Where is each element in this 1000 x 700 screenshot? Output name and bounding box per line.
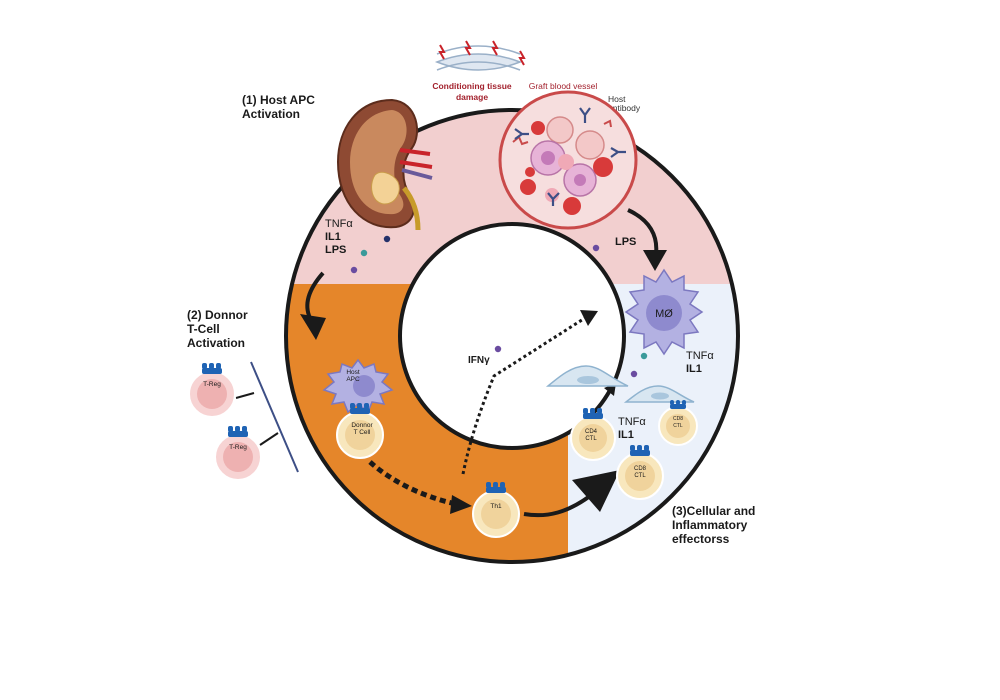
ifng-dot: [494, 345, 502, 353]
section2-title-line3: Activation: [187, 336, 245, 350]
graft-vessel-label: Graft blood vessel: [529, 81, 598, 91]
donor-t-label-line1: Donnor: [351, 422, 373, 429]
treg-connector-2: [259, 432, 279, 446]
section2-title-line1: (2) Donnor: [187, 308, 248, 322]
arrow-vessel-to-macrophage: [627, 208, 667, 271]
cytokine-tnf-ctl: TNFα: [618, 416, 646, 428]
section1-title-line2: Activation: [242, 107, 300, 121]
th1-cell: [472, 482, 520, 538]
cd4-ctl-cell: [570, 408, 616, 461]
arrow-ifng: [461, 310, 598, 475]
cytokine-tnf-mac: TNFα: [686, 350, 714, 362]
cd8-ctl-cell-small: [658, 400, 698, 446]
cytokine-il1-mac: IL1: [686, 363, 702, 375]
host-antibody-icon: [514, 107, 626, 206]
treg-inhibition-bar: [250, 361, 299, 473]
cytokine-dot-navy: [383, 235, 391, 243]
cytokine-tnf-apc: TNFα: [325, 218, 353, 230]
arrow-th1-to-effectors: [523, 470, 620, 518]
lps-dot: [592, 244, 600, 252]
section3-title-line1: (3)Cellular and: [672, 504, 755, 518]
cd4-label-line1: CD4: [585, 429, 598, 435]
host-antibody-label-line2: antibody: [608, 103, 641, 113]
cytokine-ifng: IFNγ: [468, 355, 490, 366]
host-antibody-label-line1: Host: [608, 94, 626, 104]
ring-outer-border: [284, 108, 740, 564]
macrophage-label: MØ: [655, 308, 673, 320]
cytokine-dot-purple: [350, 266, 358, 274]
cd8a-label-line1: CD8: [634, 466, 647, 472]
host-apc-label-line1: Host: [346, 369, 360, 376]
arrow-apc-to-tcell: [300, 271, 326, 340]
ring-inner-border: [398, 222, 626, 450]
cytokine-il1-apc: IL1: [325, 231, 341, 243]
treg-cell-1: [188, 363, 236, 418]
treg-1-label: T-Reg: [203, 381, 221, 388]
donor-t-label-line2: T Cell: [354, 429, 371, 436]
mac-dot-teal: [640, 352, 648, 360]
donor-t-cell: [336, 403, 384, 459]
mac-dot-purple: [630, 370, 638, 378]
cd4-label-line2: CTL: [585, 436, 597, 442]
tissue-cell-1: [545, 365, 629, 387]
section1-title-line1: (1) Host APC: [242, 93, 315, 107]
treg-connector-1: [235, 392, 255, 399]
cd8b-label-line1: CD8: [673, 416, 683, 422]
cd8a-label-line2: CTL: [634, 473, 646, 479]
arrow-donor-to-th1: [368, 460, 472, 514]
cytokine-dot-teal: [360, 249, 368, 257]
macrophage-cell: [624, 268, 704, 356]
tissue-damage-icon: [434, 40, 526, 71]
cytokine-lps-apc: LPS: [325, 244, 346, 256]
treg-2-label: T-Reg: [229, 444, 247, 451]
section3-title-line2: Inflammatory: [672, 518, 748, 532]
section2-title-line2: T-Cell: [187, 322, 220, 336]
host-apc-label-line2: APC: [346, 376, 360, 383]
cytokine-il1-ctl: IL1: [618, 429, 634, 441]
graft-blood-vessel: [498, 90, 638, 230]
cd8-ctl-cell-large: [616, 445, 664, 500]
conditioning-label-line1: Conditioning tissue: [432, 81, 512, 91]
tissue-cell-2: [623, 385, 695, 403]
conditioning-label-line2: damage: [456, 92, 488, 102]
treg-cell-2: [214, 426, 262, 481]
cytokine-lps-vessel: LPS: [615, 236, 636, 248]
th1-label: Th1: [490, 503, 502, 510]
section3-title-line3: effectorss: [672, 532, 730, 546]
kidney-icon: [336, 98, 433, 231]
host-apc-cell: [322, 358, 394, 414]
cd8b-label-line2: CTL: [673, 423, 683, 429]
